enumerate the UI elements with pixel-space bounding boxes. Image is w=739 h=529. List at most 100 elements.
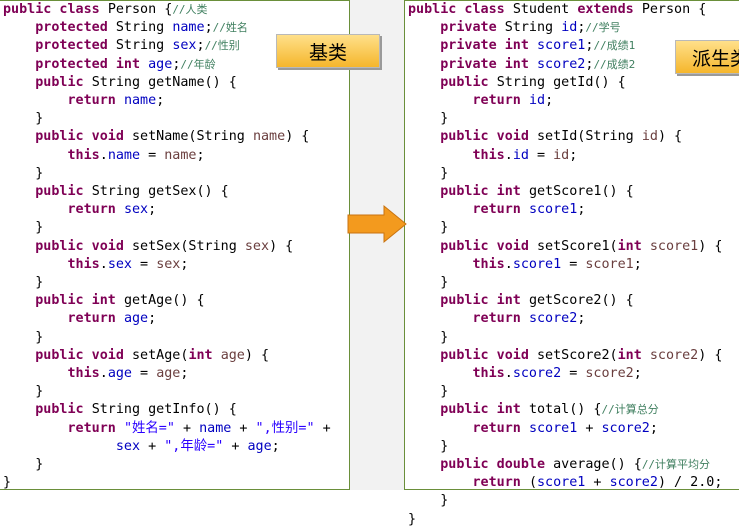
code-token: id	[528, 93, 546, 108]
code-token: ;	[204, 20, 213, 36]
code-token: name	[107, 147, 141, 163]
code-token: sex	[156, 256, 181, 272]
code-token: String getInfo() {	[91, 402, 237, 418]
code-token: ) {	[698, 347, 723, 363]
code-token: public	[35, 184, 92, 199]
code-token: public	[35, 402, 92, 418]
code-token: ) {	[244, 347, 270, 363]
code-token: getScore2() {	[528, 293, 634, 309]
code-token: public class	[3, 2, 108, 17]
code-token	[408, 57, 440, 72]
code-token: +	[231, 420, 256, 436]
code-token: ;	[545, 93, 554, 108]
base-code-line: }	[3, 456, 43, 474]
code-token: +	[577, 420, 602, 436]
code-token: ",年龄="	[164, 438, 224, 454]
code-token: name	[199, 420, 232, 436]
code-token: ;	[577, 202, 586, 218]
base-code-line: this.sex = sex;	[3, 256, 189, 274]
code-token: age	[156, 366, 181, 381]
code-token: =	[528, 147, 554, 163]
code-token: id	[641, 129, 658, 145]
code-token: ;	[585, 56, 594, 72]
code-token: Person {	[107, 2, 173, 17]
code-token: ;	[148, 311, 157, 327]
base-class-code-panel: public class Person {//人类 protected Stri…	[0, 0, 350, 490]
code-token: score2	[601, 420, 650, 436]
code-token: age	[220, 347, 245, 363]
code-token	[3, 257, 68, 272]
derived-code-line: }	[408, 329, 448, 347]
code-token: public	[35, 74, 92, 90]
code-token: String getId() {	[496, 74, 626, 90]
code-token: sex	[115, 438, 141, 454]
code-token	[3, 366, 68, 381]
derived-code-line: return score1 + score2;	[408, 420, 658, 438]
code-token: public double	[440, 457, 554, 472]
code-token	[3, 348, 35, 363]
base-code-line: public void setAge(int age) {	[3, 347, 269, 365]
code-token	[408, 75, 440, 90]
code-token	[408, 348, 440, 363]
code-token: }	[3, 329, 44, 345]
code-token: score1	[537, 475, 586, 491]
code-token	[408, 148, 473, 163]
code-token: //计算平均分	[641, 458, 711, 471]
derived-code-line: public void setScore2(int score2) {	[408, 347, 722, 365]
code-token: sex	[172, 38, 197, 54]
base-code-line: }	[3, 110, 43, 128]
code-token: setSex(String	[132, 238, 245, 254]
code-token: public void	[440, 129, 537, 145]
code-token: ;	[148, 202, 157, 218]
code-token: total() {	[528, 402, 602, 418]
derived-code-line: public String getId() {	[408, 74, 626, 92]
code-token: }	[408, 220, 449, 236]
code-token: this	[67, 256, 100, 272]
code-token: setScore2(	[537, 347, 618, 363]
derived-code-line: }	[408, 383, 448, 401]
code-token	[408, 202, 473, 217]
code-token: sex	[107, 256, 132, 272]
code-token	[3, 421, 68, 436]
code-token: =	[561, 256, 586, 272]
code-token: sex	[244, 238, 270, 254]
derived-code-line: private int score2;//成绩2	[408, 56, 635, 74]
code-token: +	[223, 438, 248, 454]
derived-code-line: return (score1 + score2) / 2.0;	[408, 474, 723, 492]
code-token: //人类	[172, 3, 208, 16]
derived-code-line: }	[408, 165, 448, 183]
code-token: public int	[440, 293, 529, 309]
code-token: score2	[528, 311, 578, 327]
code-token: .	[99, 256, 108, 272]
code-token: protected	[35, 38, 116, 54]
code-token: age	[148, 56, 173, 72]
code-token: public int	[440, 402, 529, 418]
derived-code-line: }	[408, 438, 448, 456]
base-code-line: }	[3, 329, 43, 347]
code-token: public void	[35, 238, 132, 254]
code-token: }	[408, 329, 449, 345]
base-code-line: return age;	[3, 310, 157, 328]
code-token: age	[107, 366, 132, 381]
code-token	[3, 293, 35, 308]
code-token: return	[472, 93, 529, 108]
code-token	[3, 202, 68, 217]
code-token: ;	[172, 56, 181, 72]
code-token: //学号	[585, 21, 621, 35]
code-token: score2	[537, 56, 586, 72]
code-token: }	[3, 384, 44, 400]
code-token: ;	[196, 147, 205, 163]
derived-code-line: }	[408, 511, 416, 529]
code-token: ;	[196, 38, 205, 54]
code-token: int	[188, 347, 221, 363]
code-token: ",性别="	[255, 420, 315, 436]
code-token: }	[408, 275, 449, 290]
code-token: +	[314, 420, 331, 436]
code-token: }	[3, 475, 12, 491]
code-token: }	[3, 111, 44, 127]
code-token: sex	[123, 202, 149, 218]
arrow-right-icon	[347, 204, 407, 244]
code-token	[3, 129, 35, 144]
code-token: =	[132, 256, 157, 272]
code-token: ;	[577, 20, 586, 36]
